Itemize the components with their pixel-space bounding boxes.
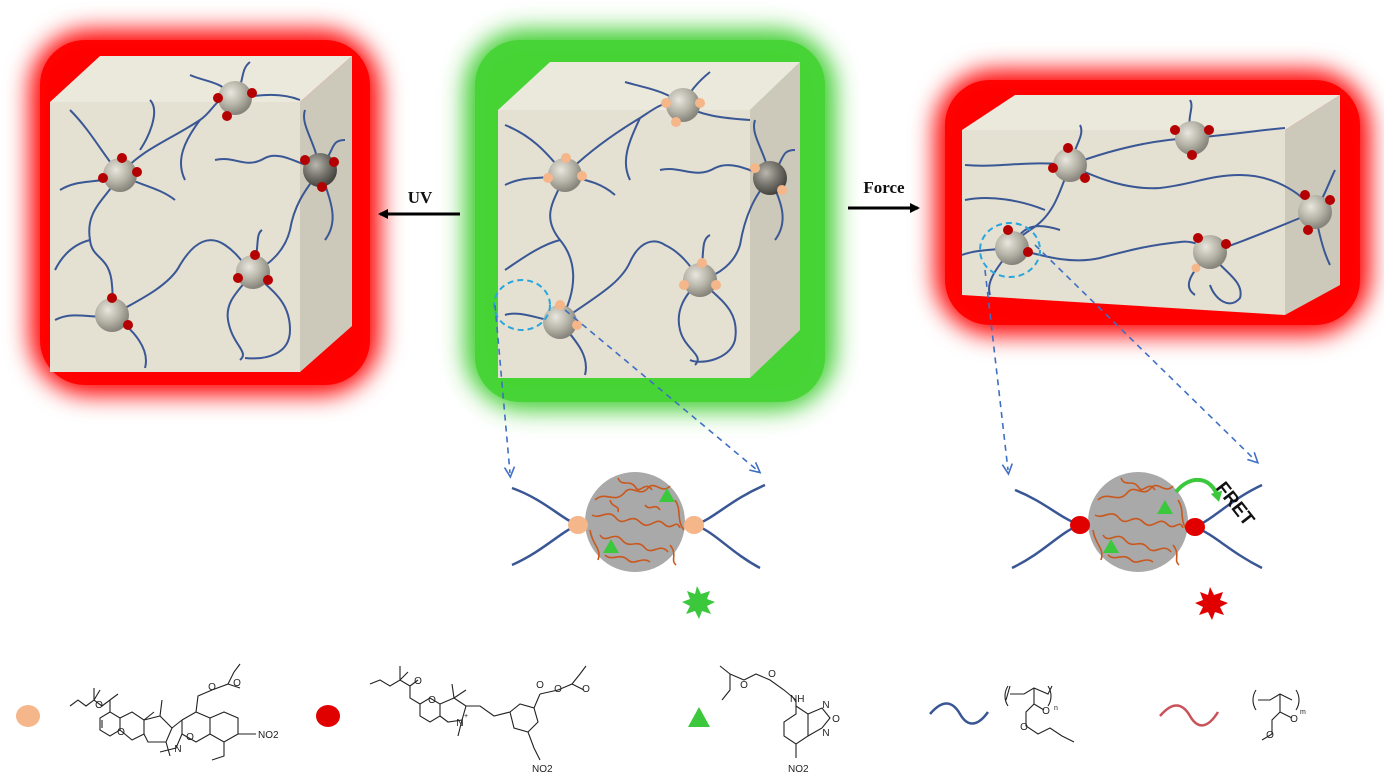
pma-structure xyxy=(1252,689,1300,741)
force-label: Force xyxy=(863,178,905,197)
red-emission-burst-icon xyxy=(1195,587,1228,620)
merocyanine-nitro-label: NO2 xyxy=(532,764,553,775)
svg-text:O: O xyxy=(768,669,776,680)
merocyanine-node-right xyxy=(1185,518,1205,536)
right-zoom-circle xyxy=(979,222,1041,278)
green-emission-burst-icon xyxy=(682,586,715,619)
svg-text:O: O xyxy=(1042,706,1050,717)
svg-text:N: N xyxy=(822,728,829,739)
spiropyran-nitro-label: NO2 xyxy=(258,730,279,741)
legend-orange-chain-symbol xyxy=(1159,704,1220,727)
spiropyran-node-left xyxy=(568,516,588,534)
svg-text:O: O xyxy=(1020,722,1028,733)
nbd-triangle-4 xyxy=(1103,539,1119,553)
force-arrow: Force xyxy=(848,178,920,213)
fret-label: FRET xyxy=(1211,478,1258,530)
legend-nbd-symbol xyxy=(688,707,710,727)
left-cube-front xyxy=(50,102,300,372)
nbd-amine-label: NH xyxy=(790,694,804,705)
zoom-inset-merocyanine: FRET xyxy=(1011,472,1263,620)
svg-text:O: O xyxy=(117,727,125,738)
svg-text:O: O xyxy=(186,732,194,743)
zoom-connectors xyxy=(494,244,1255,473)
right-gel-cube xyxy=(935,70,1370,335)
right-merocyanine-dots xyxy=(1003,125,1335,257)
nbd-structure xyxy=(719,665,831,758)
spiropyran-node-right xyxy=(684,516,704,534)
svg-text:O: O xyxy=(208,682,216,693)
svg-text:O: O xyxy=(1266,730,1274,741)
merocyanine-structure xyxy=(369,665,587,761)
svg-text:N: N xyxy=(174,744,181,755)
nbd-triangle-3 xyxy=(1157,500,1173,514)
middle-spiropyran-dots xyxy=(543,98,787,330)
middle-gel-cube xyxy=(465,30,835,410)
legend: O O N O O O NO2 O O N + O O O NO2 xyxy=(16,663,1306,775)
nbd-triangle-1 xyxy=(659,488,675,502)
zoom-inset-spiropyran xyxy=(511,472,766,619)
merocyanine-node-left xyxy=(1070,516,1090,534)
svg-text:O: O xyxy=(414,676,422,687)
svg-text:N: N xyxy=(822,700,829,711)
svg-text:+: + xyxy=(464,713,468,720)
middle-cube-front xyxy=(498,110,750,378)
left-cube-side xyxy=(300,56,352,372)
middle-cube-side xyxy=(750,62,800,378)
right-particles xyxy=(995,121,1332,269)
svg-text:O: O xyxy=(740,680,748,691)
right-cube-top xyxy=(962,95,1340,130)
uv-arrow: UV xyxy=(378,188,460,219)
fret-arrow-icon xyxy=(1174,477,1223,502)
legend-blue-chain-symbol xyxy=(929,702,990,725)
svg-text:O: O xyxy=(233,678,241,689)
svg-text:O: O xyxy=(832,714,840,725)
svg-text:O: O xyxy=(582,684,590,695)
right-cube-front xyxy=(962,130,1285,315)
legend-spiropyran-symbol xyxy=(16,705,40,727)
pma-repeat-label: m xyxy=(1300,709,1306,716)
svg-text:O: O xyxy=(428,695,436,706)
legend-merocyanine-symbol xyxy=(316,705,340,727)
spiropyran-structure xyxy=(69,663,256,761)
svg-text:O: O xyxy=(1290,714,1298,725)
left-gel-cube xyxy=(30,30,380,395)
pba-structure xyxy=(1004,685,1075,743)
svg-text:O: O xyxy=(554,684,562,695)
nbd-triangle-2 xyxy=(603,539,619,553)
middle-cube-top xyxy=(498,62,800,110)
middle-zoom-circle xyxy=(493,279,551,331)
uv-label: UV xyxy=(408,188,433,207)
left-merocyanine-dots xyxy=(98,88,339,330)
svg-text:N: N xyxy=(456,718,463,729)
svg-text:O: O xyxy=(95,700,103,711)
left-particles xyxy=(95,81,337,332)
pba-repeat-label: n xyxy=(1054,705,1058,712)
nbd-nitro-label: NO2 xyxy=(788,764,809,775)
svg-text:O: O xyxy=(536,680,544,691)
